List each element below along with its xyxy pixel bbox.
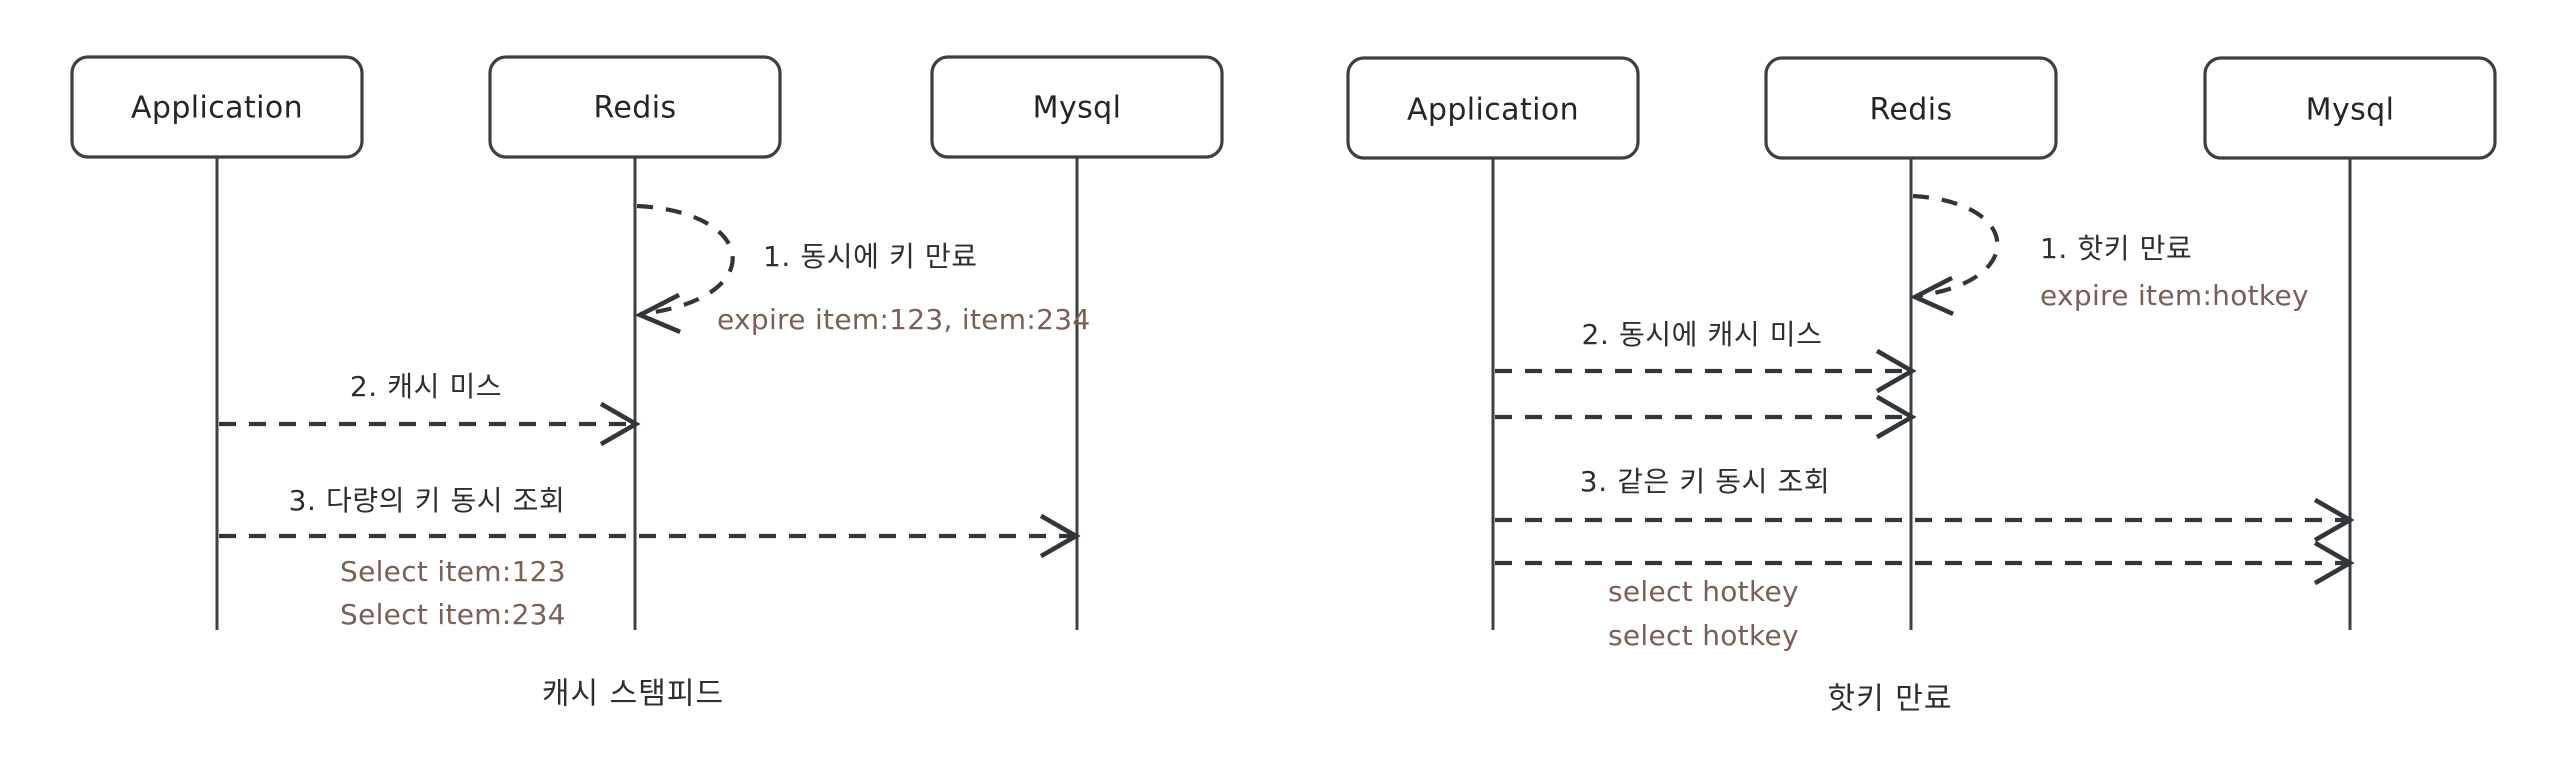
message-label: 1. 동시에 키 만료 — [763, 240, 978, 273]
participant-label: Redis — [1870, 93, 1953, 128]
diagram-caption-left: 캐시 스탬피드 — [542, 677, 724, 712]
message-label: 3. 다량의 키 동시 조회 — [289, 484, 566, 517]
participant-label: Application — [131, 91, 303, 126]
participant-redis-right[interactable]: Redis — [1764, 56, 2058, 160]
message-3-right[interactable]: 3. 같은 키 동시 조회 select hotkey select hotke… — [1495, 465, 2355, 652]
message-self-loop-path — [636, 203, 735, 317]
message-code-line-2: select hotkey — [1608, 619, 1799, 652]
message-code-line-2: Select item:234 — [340, 598, 566, 631]
participant-mysql-left[interactable]: Mysql — [930, 55, 1224, 159]
message-arrowhead — [599, 401, 641, 447]
participant-application-right[interactable]: Application — [1346, 56, 1640, 160]
participant-application-left[interactable]: Application — [70, 55, 364, 159]
message-arrowhead — [1039, 513, 1081, 559]
message-arrowhead-b — [1875, 394, 1917, 440]
diagram-caption-right: 핫키 만료 — [1828, 682, 1953, 717]
message-code-label: expire item:hotkey — [2040, 279, 2309, 312]
message-code-line-1: Select item:123 — [340, 555, 566, 588]
message-arrowhead — [1909, 275, 1955, 317]
message-label: 2. 동시에 캐시 미스 — [1582, 318, 1823, 351]
participant-label: Application — [1407, 93, 1579, 128]
message-self-loop-path — [1912, 193, 2000, 299]
participant-label: Mysql — [1033, 91, 1122, 126]
participant-label: Mysql — [2306, 93, 2395, 128]
message-arrowhead — [634, 292, 682, 335]
message-1-right[interactable]: 1. 핫키 만료 expire item:hotkey — [1909, 193, 2309, 317]
participant-mysql-right[interactable]: Mysql — [2203, 56, 2497, 160]
message-label: 3. 같은 키 동시 조회 — [1580, 465, 1830, 498]
message-arrowhead-b — [2313, 540, 2355, 586]
message-3-left[interactable]: 3. 다량의 키 동시 조회 Select item:123 Select it… — [219, 484, 1081, 631]
message-label: 1. 핫키 만료 — [2040, 232, 2192, 265]
message-arrowhead-a — [2313, 497, 2355, 543]
message-1-left[interactable]: 1. 동시에 키 만료 expire item:123, item:234 — [634, 203, 1090, 336]
message-code-label: expire item:123, item:234 — [717, 303, 1090, 336]
participant-label: Redis — [594, 91, 677, 126]
participant-redis-left[interactable]: Redis — [488, 55, 782, 159]
message-label: 2. 캐시 미스 — [350, 370, 502, 403]
message-2-left[interactable]: 2. 캐시 미스 — [219, 370, 641, 447]
message-2-right[interactable]: 2. 동시에 캐시 미스 — [1495, 318, 1917, 440]
message-arrowhead-a — [1875, 348, 1917, 394]
message-code-line-1: select hotkey — [1608, 575, 1799, 608]
